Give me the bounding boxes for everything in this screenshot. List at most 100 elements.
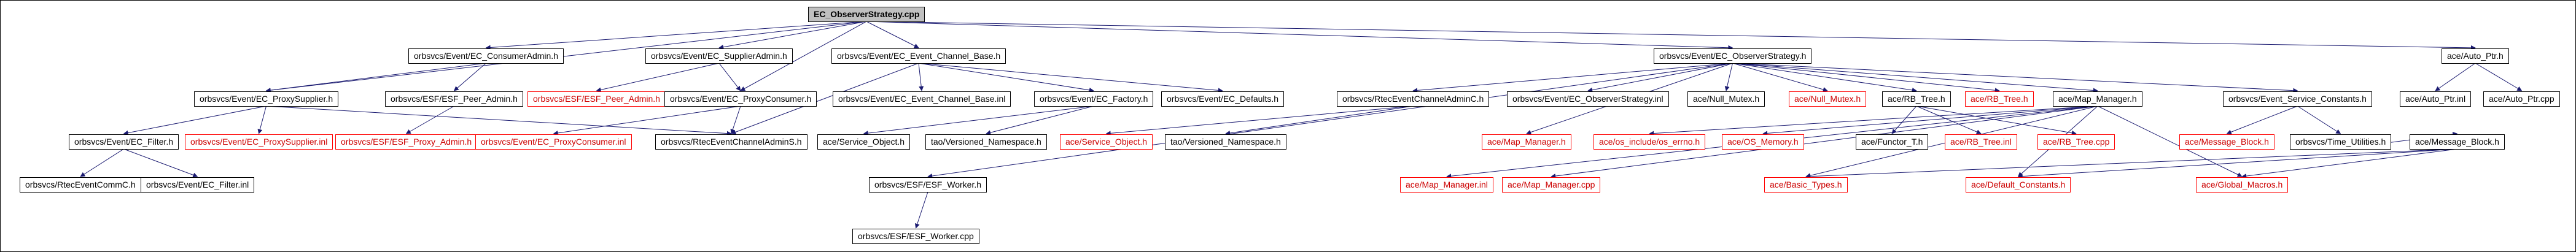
include-edge — [1891, 105, 1917, 134]
graph-node[interactable]: orbsvcs/Event/EC_ProxySupplier.h — [194, 91, 339, 107]
graph-node[interactable]: ace/RB_Tree.inl — [1945, 134, 2017, 150]
graph-node[interactable]: orbsvcs/ESF/ESF_Worker.cpp — [852, 229, 979, 244]
include-edge — [2297, 105, 2341, 134]
include-edge — [2017, 148, 2457, 179]
graph-node[interactable]: orbsvcs/Event/EC_ProxyConsumer.h — [664, 91, 817, 107]
graph-node[interactable]: ace/Map_Manager.h — [1482, 134, 1571, 150]
graph-node[interactable]: ace/Map_Manager.cpp — [1502, 177, 1601, 193]
graph-node[interactable]: orbsvcs/RtecEventChannelAdminC.h — [1337, 91, 1490, 107]
graph-node[interactable]: tao/Versioned_Namespace.h — [925, 134, 1047, 150]
graph-node[interactable]: ace/Auto_Ptr.h — [2442, 48, 2509, 64]
include-edge — [1587, 63, 1733, 93]
include-edge — [866, 21, 1734, 50]
graph-node[interactable]: ace/RB_Tree.h — [1965, 91, 2034, 107]
include-edge — [1916, 105, 1982, 134]
include-edge — [266, 105, 732, 136]
include-edge — [1412, 63, 1733, 93]
graph-node[interactable]: orbsvcs/Event_Service_Constants.h — [2223, 91, 2372, 107]
graph-node[interactable]: orbsvcs/ESF/ESF_Proxy_Admin.h — [335, 134, 478, 150]
include-edge — [1724, 63, 1733, 91]
include-edge — [1732, 63, 1828, 92]
graph-node[interactable]: orbsvcs/ESF/ESF_Peer_Admin.h — [527, 91, 666, 107]
graph-node[interactable]: orbsvcs/ESF/ESF_Worker.h — [869, 177, 987, 193]
include-edge — [453, 63, 486, 91]
graph-node[interactable]: ace/Message_Block.h — [2179, 134, 2274, 150]
graph-node[interactable]: ace/Null_Mutex.h — [1789, 91, 1867, 107]
include-edge — [553, 105, 741, 136]
graph-node[interactable]: orbsvcs/RtecEventCommC.h — [20, 177, 141, 193]
include-edge — [2226, 105, 2298, 135]
include-edge — [731, 63, 919, 135]
include-edge — [866, 21, 2476, 50]
graph-node[interactable]: ace/Basic_Types.h — [1764, 177, 1848, 193]
include-edge — [596, 63, 720, 93]
graph-node[interactable]: orbsvcs/Event/EC_Factory.h — [1034, 91, 1154, 107]
include-edge — [2241, 148, 2457, 179]
include-edge — [918, 63, 1094, 93]
include-edge — [2097, 105, 2243, 177]
include-edge — [1225, 105, 1414, 136]
graph-node[interactable]: ace/RB_Tree.cpp — [2037, 134, 2115, 150]
include-edge — [1649, 105, 2098, 136]
include-edge — [1916, 105, 2077, 136]
include-edge — [1732, 63, 1917, 93]
graph-node[interactable]: ace/Map_Manager.inl — [1400, 177, 1493, 193]
graph-node[interactable]: orbsvcs/Event/EC_Filter.inl — [141, 177, 255, 193]
graph-node[interactable]: ace/Global_Macros.h — [2196, 177, 2289, 193]
graph-node[interactable]: tao/Versioned_Namespace.h — [1165, 134, 1286, 150]
include-edge — [80, 148, 124, 177]
graph-node[interactable]: ace/Message_Block.h — [2410, 134, 2505, 150]
include-edge — [927, 63, 1733, 178]
graph-node[interactable]: orbsvcs/RtecEventChannelAdminS.h — [655, 134, 807, 150]
include-edge — [718, 21, 867, 50]
include-edge — [405, 105, 454, 134]
graph-node[interactable]: orbsvcs/Event/EC_SupplierAdmin.h — [645, 48, 793, 64]
graph-node[interactable]: ace/RB_Tree.h — [1882, 91, 1951, 107]
graph-node[interactable]: orbsvcs/Event/EC_Defaults.h — [1161, 91, 1285, 107]
include-edge — [730, 105, 741, 134]
graph-node[interactable]: ace/os_include/os_errno.h — [1593, 134, 1706, 150]
include-edge — [918, 63, 1223, 93]
graph-node[interactable]: orbsvcs/Event/EC_ObserverStrategy.inl — [1507, 91, 1669, 107]
include-edge — [740, 21, 867, 91]
include-edge — [257, 105, 267, 134]
include-edge — [1805, 148, 2457, 179]
include-edge — [914, 191, 928, 229]
include-edge — [986, 105, 1094, 136]
include-edge — [1762, 105, 2098, 136]
graph-node[interactable]: ace/Service_Object.h — [1060, 134, 1153, 150]
graph-node[interactable]: ace/OS_Memory.h — [1722, 134, 1804, 150]
include-edge — [866, 21, 919, 48]
graph-node[interactable]: ace/Map_Manager.h — [2053, 91, 2142, 107]
include-edge — [1551, 105, 2098, 179]
include-edge — [1732, 63, 2098, 93]
graph-node[interactable]: orbsvcs/Event/EC_ProxyConsumer.inl — [475, 134, 632, 150]
include-edge — [265, 21, 867, 93]
include-edge — [1105, 105, 1414, 136]
graph-node[interactable]: orbsvcs/Event/EC_ObserverStrategy.h — [1654, 48, 1812, 64]
graph-node[interactable]: ace/Null_Mutex.h — [1687, 91, 1765, 107]
include-edge — [265, 63, 486, 93]
include-edge — [485, 21, 867, 50]
graph-node[interactable]: ace/Functor_T.h — [1856, 134, 1929, 150]
graph-node[interactable]: orbsvcs/Event/EC_Event_Channel_Base.inl — [833, 91, 1011, 107]
graph-node[interactable]: orbsvcs/Event/EC_ConsumerAdmin.h — [408, 48, 564, 64]
include-edge — [718, 63, 741, 91]
include-edge — [1732, 63, 2298, 93]
graph-node[interactable]: ace/Default_Constants.h — [1966, 177, 2071, 193]
graph-node[interactable]: orbsvcs/Event/EC_Filter.h — [69, 134, 179, 150]
graph-node[interactable]: orbsvcs/ESF/ESF_Peer_Admin.h — [385, 91, 523, 107]
graph-node-current: EC_ObserverStrategy.cpp — [808, 7, 925, 22]
graph-node[interactable]: orbsvcs/Event/EC_ProxySupplier.inl — [185, 134, 333, 150]
graph-node[interactable]: orbsvcs/Time_Utilities.h — [2290, 134, 2392, 150]
graph-node[interactable]: ace/Auto_Ptr.cpp — [2483, 91, 2560, 107]
graph-node[interactable]: orbsvcs/Event/EC_Event_Channel_Base.h — [831, 48, 1006, 64]
include-edge — [863, 105, 1094, 136]
graph-node[interactable]: ace/Auto_Ptr.inl — [2400, 91, 2472, 107]
include-edge — [2435, 63, 2476, 91]
include-edge — [2475, 63, 2523, 91]
graph-node[interactable]: ace/Service_Object.h — [817, 134, 911, 150]
include-edge — [1732, 63, 2000, 93]
